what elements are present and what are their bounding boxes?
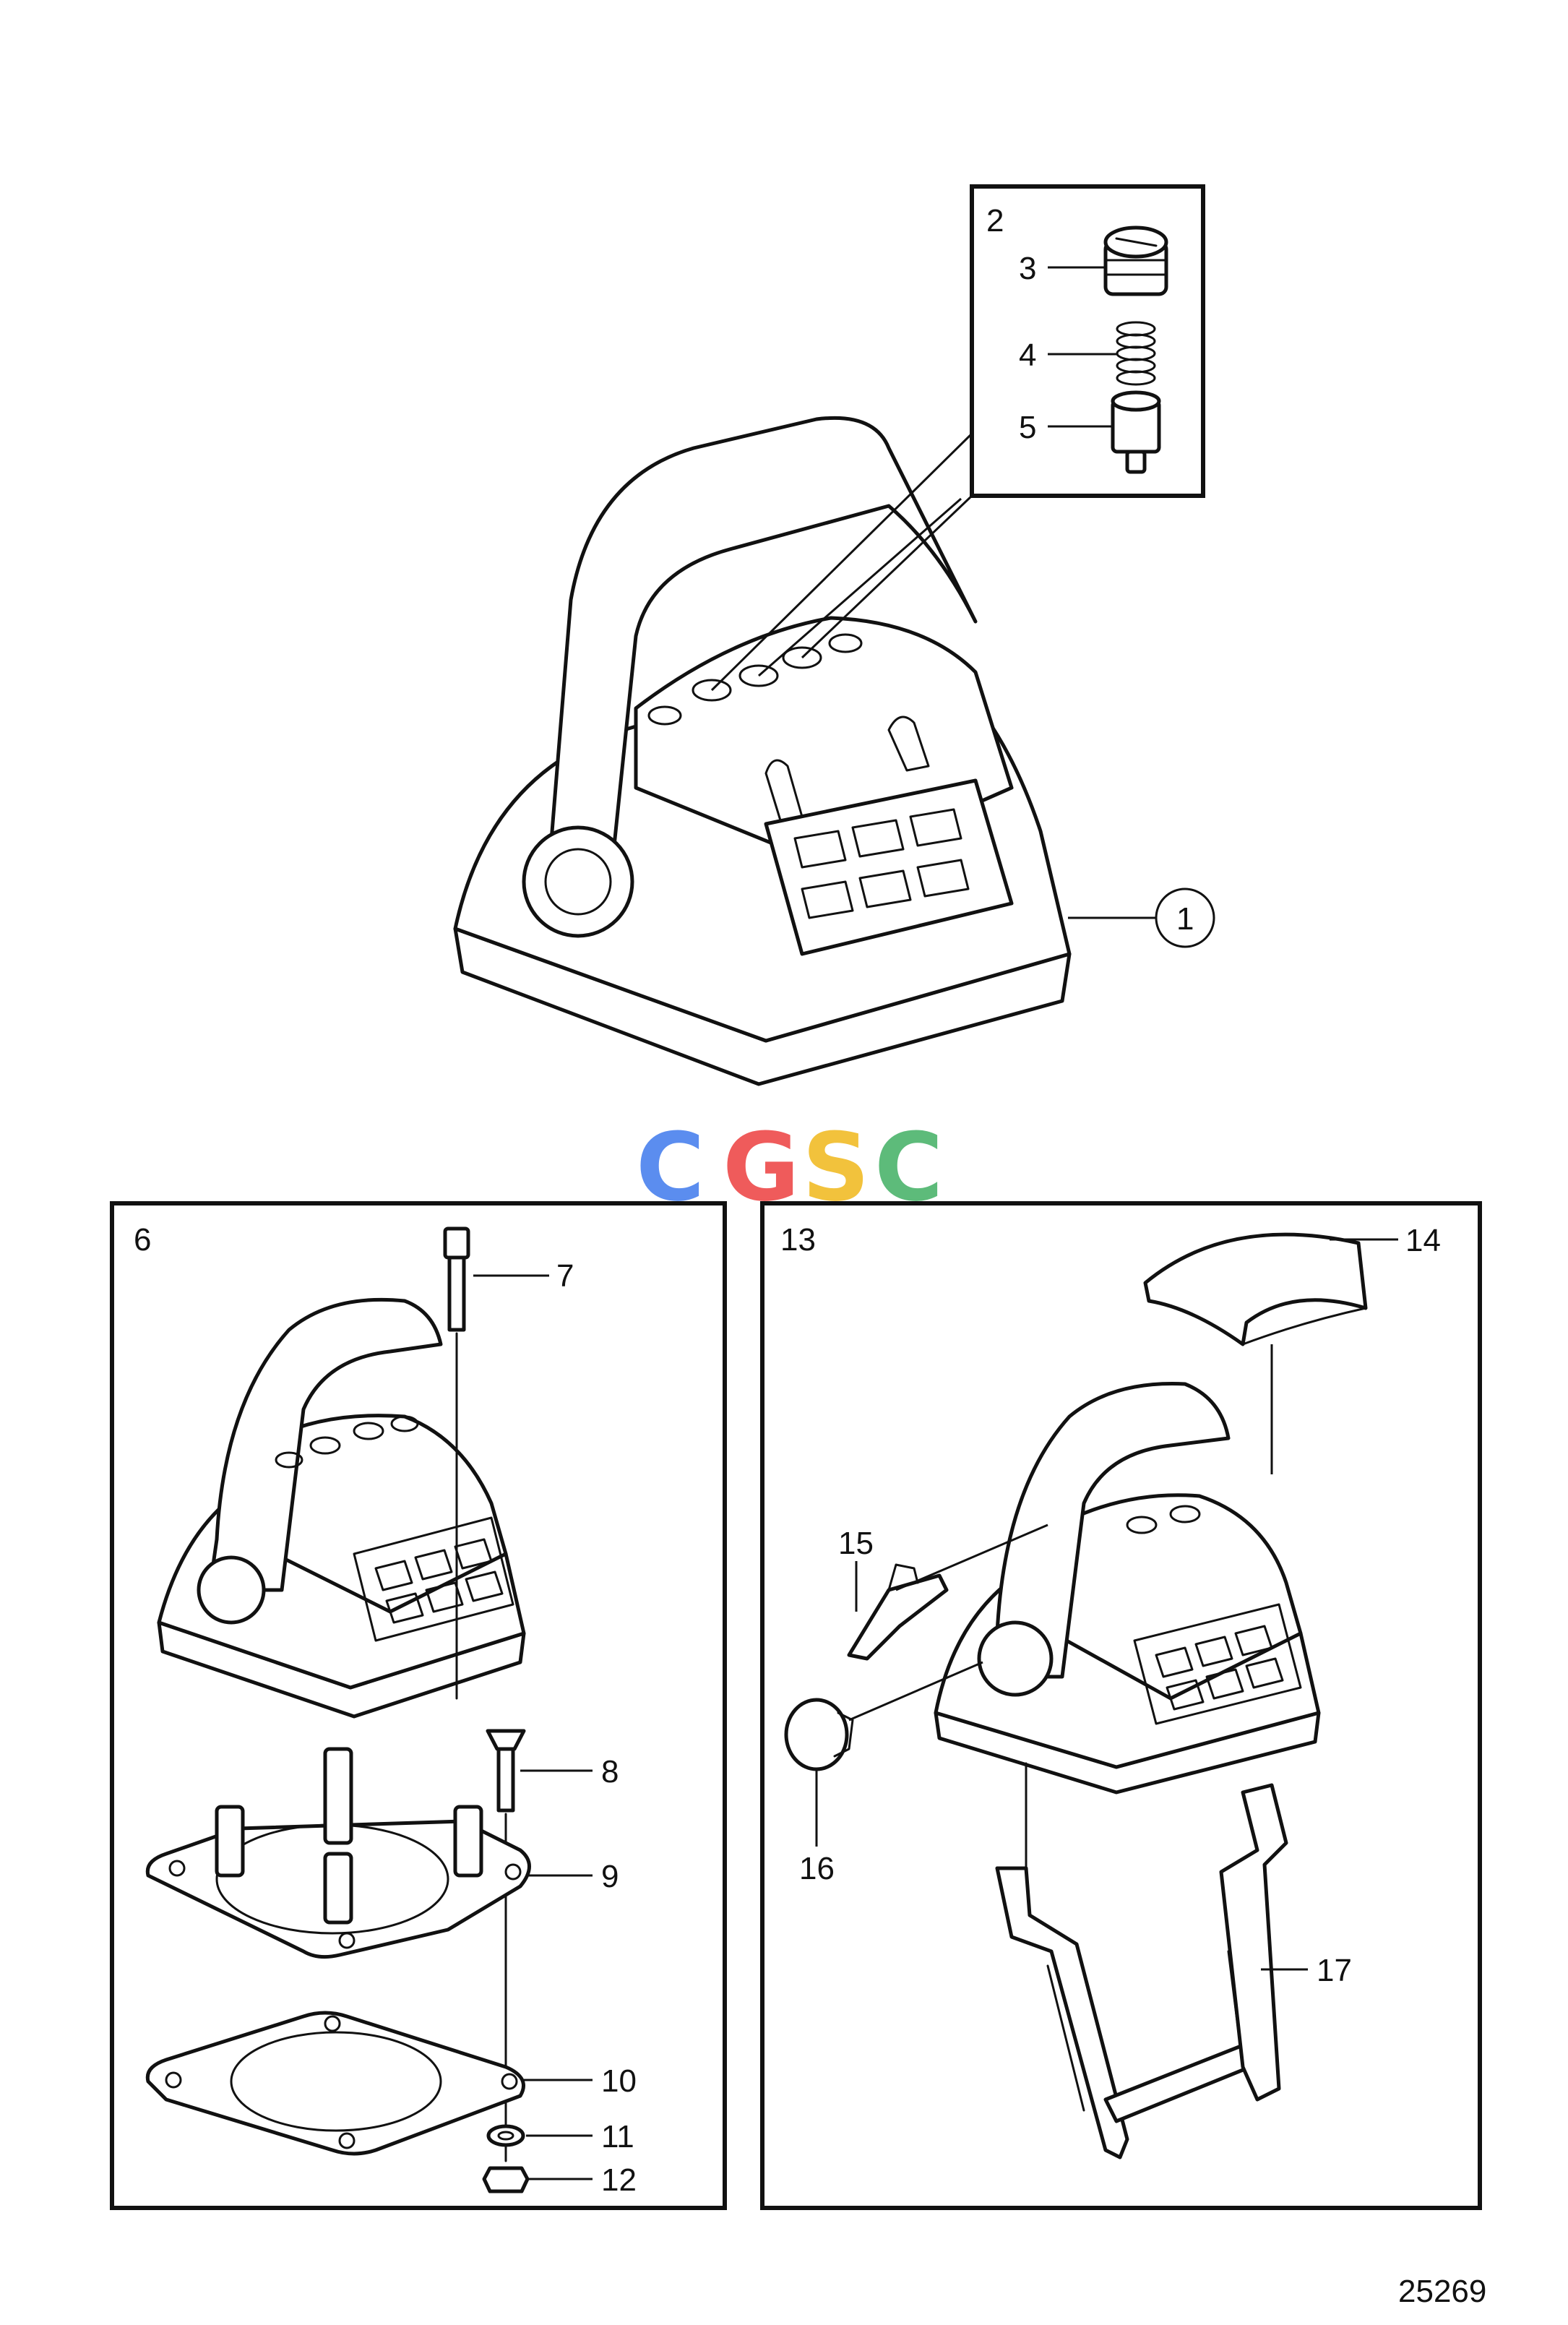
callout-16: 16 (799, 1851, 835, 1886)
callout-5: 5 (1019, 410, 1036, 445)
callout-leaders-top (1048, 266, 1156, 919)
control-unit-small-13 (934, 1382, 1321, 1795)
nut-12-icon (482, 2166, 530, 2193)
callout-3: 3 (1019, 251, 1036, 286)
callout-13: 13 (780, 1222, 816, 1258)
callout-10: 10 (601, 2063, 637, 2099)
callout-15: 15 (838, 1526, 874, 1561)
callout-17: 17 (1317, 1953, 1352, 1988)
illustration-number: 25269 (1398, 2274, 1486, 2309)
bracket-17-icon (995, 1762, 1288, 2159)
watermark-letter-4: C (874, 1112, 943, 1222)
callout-14: 14 (1405, 1223, 1441, 1258)
callout-11: 11 (601, 2119, 634, 2154)
gasket-10-icon (145, 2011, 525, 2156)
panel-6 (110, 1201, 727, 2210)
callout-8: 8 (601, 1754, 619, 1789)
callout-7: 7 (556, 1258, 574, 1294)
mounting-flange-9-icon (145, 1747, 531, 1959)
spring-icon (1116, 321, 1156, 386)
emblem-badge-16-icon (784, 1698, 854, 1771)
callout-12: 12 (601, 2162, 637, 2198)
callout-1: 1 (1176, 901, 1194, 937)
cover-14-icon (1143, 1232, 1368, 1346)
detent-pin-icon (1111, 390, 1161, 474)
control-unit-main (453, 416, 1072, 1086)
detail-box-2 (970, 184, 1205, 498)
watermark-logo: C G S C (636, 1112, 943, 1222)
washer-11-icon (486, 2124, 525, 2147)
leader-15-to-unit (895, 1524, 1048, 1591)
clip-15-icon (847, 1563, 949, 1661)
watermark-letter-1: C (636, 1112, 705, 1222)
plug-screw-icon (1103, 225, 1168, 296)
detail-box-leader-lines (710, 432, 973, 692)
watermark-letter-3: S (802, 1112, 870, 1222)
bolt-7-icon (443, 1226, 470, 1700)
callout-4: 4 (1019, 338, 1036, 373)
callout-9: 9 (601, 1859, 619, 1894)
callout-2: 2 (986, 203, 1004, 238)
callout-6: 6 (134, 1222, 151, 1258)
callout-1-circle (1155, 888, 1215, 948)
leader-16-to-unit (848, 1661, 983, 1722)
control-unit-small-6 (157, 1297, 526, 1719)
panel-13 (760, 1201, 1482, 2210)
